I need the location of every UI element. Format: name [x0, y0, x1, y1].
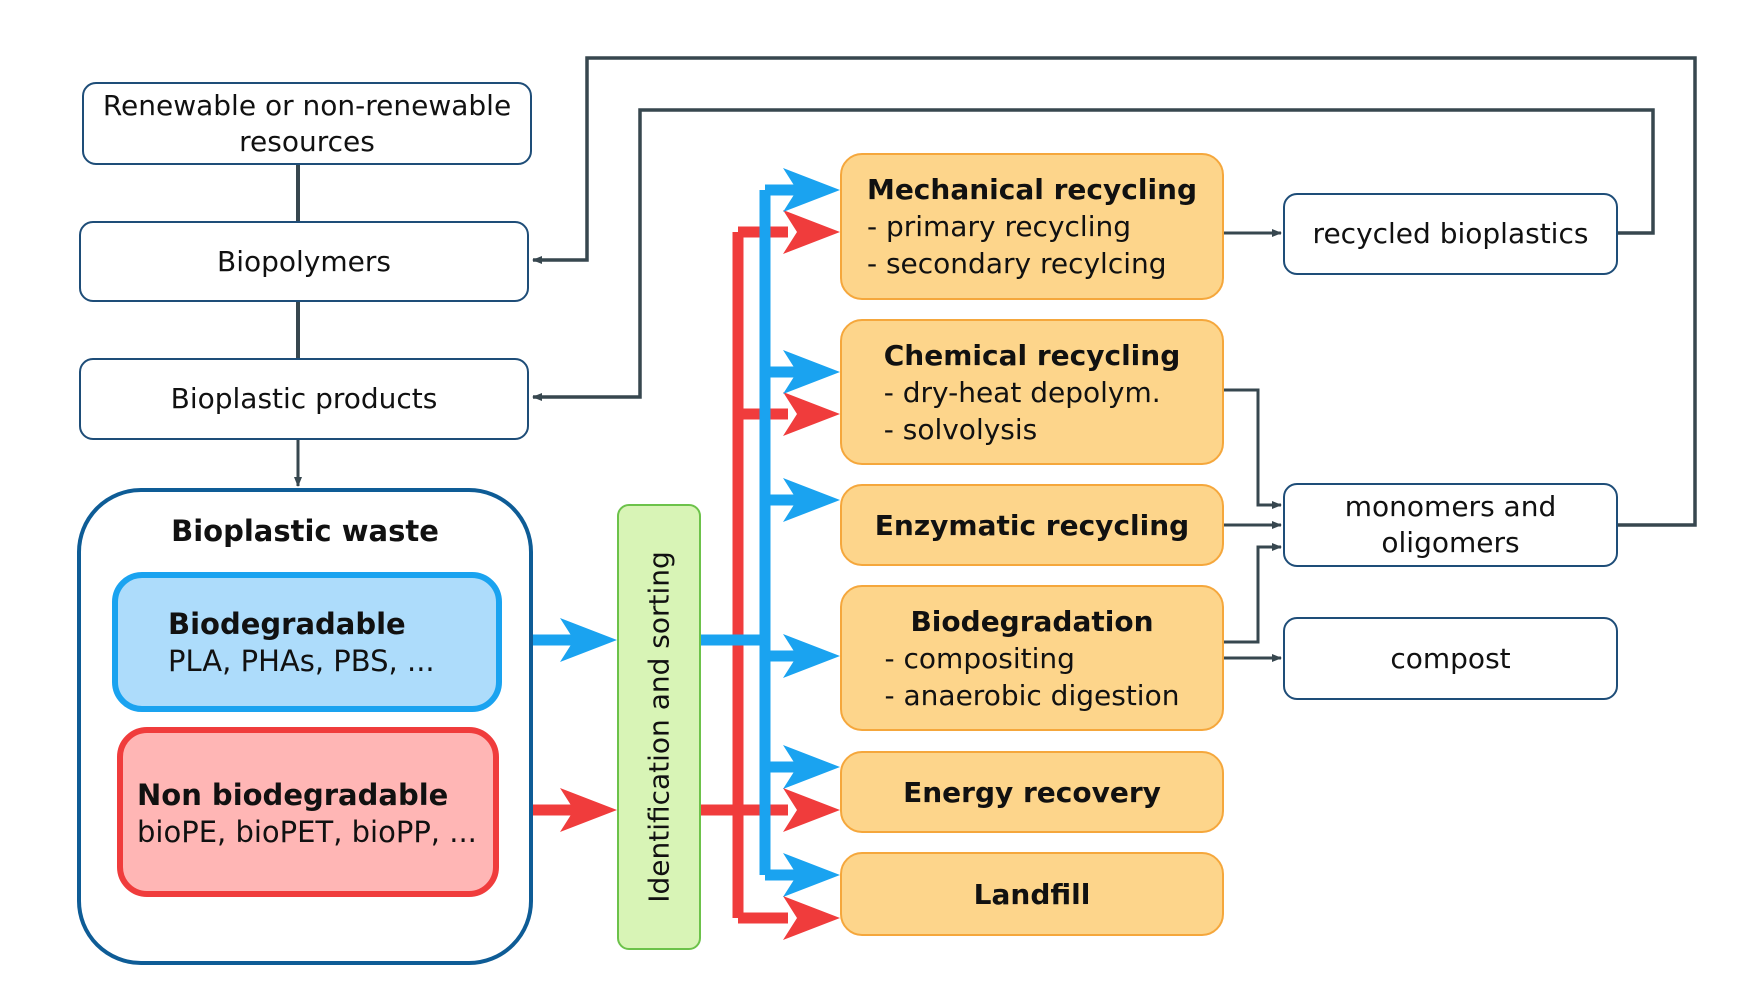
arrow-recycled-to-products	[532, 108, 1655, 401]
dark-connectors	[294, 56, 1697, 662]
chemical-recycling-box: Chemical recycling - dry-heat depolym. -…	[840, 319, 1224, 465]
blue-head-energy	[783, 745, 840, 789]
compost-label: compost	[1390, 641, 1511, 675]
non-biodegradable-title: Non biodegradable	[137, 778, 449, 812]
biodegradation-item: - anaerobic digestion	[884, 678, 1180, 712]
identification-sorting-box: Identification and sorting	[617, 504, 701, 950]
mechanical-recycling-item: - secondary recylcing	[866, 247, 1167, 280]
red-head-mechanical	[783, 210, 840, 254]
enzymatic-recycling-title: Enzymatic recycling	[874, 508, 1190, 542]
bioplastic-products-label: Bioplastic products	[170, 382, 438, 415]
red-arrowheads	[560, 210, 840, 940]
blue-head-chemical	[783, 350, 840, 394]
bioplastic-products-box: Bioplastic products	[79, 358, 529, 440]
landfill-title: Landfill	[973, 877, 1091, 911]
monomers-oligomers-label: monomers and oligomers	[1344, 490, 1557, 559]
biodegradable-title: Biodegradable	[168, 607, 406, 641]
resources-label: Renewable or non-renewable resources	[102, 88, 512, 158]
resources-box: Renewable or non-renewable resources	[82, 82, 532, 165]
non-biodegradable-examples: bioPE, bioPET, bioPP, ...	[137, 815, 477, 849]
biodegradable-box: Biodegradable PLA, PHAs, PBS, ...	[112, 572, 502, 712]
blue-head-mechanical	[783, 168, 840, 212]
landfill-box: Landfill	[840, 852, 1224, 936]
energy-recovery-title: Energy recovery	[903, 775, 1161, 809]
blue-flow	[502, 184, 800, 881]
mechanical-recycling-box: Mechanical recycling - primary recycling…	[840, 153, 1224, 300]
monomers-oligomers-box: monomers and oligomers	[1283, 483, 1618, 567]
chemical-recycling-title: Chemical recycling	[883, 338, 1181, 372]
red-head-sorting	[560, 788, 617, 832]
non-biodegradable-box: Non biodegradable bioPE, bioPET, bioPP, …	[117, 727, 499, 897]
arrow-chemical-monomers	[1224, 388, 1282, 509]
blue-head-enzymatic	[783, 478, 840, 522]
biodegradation-title: Biodegradation	[910, 604, 1154, 638]
blue-head-biodegradation	[783, 634, 840, 678]
mechanical-recycling-item: - primary recycling	[866, 210, 1131, 243]
chemical-recycling-item: - dry-heat depolym.	[883, 375, 1161, 409]
enzymatic-recycling-box: Enzymatic recycling	[840, 484, 1224, 566]
blue-head-sorting	[560, 618, 617, 662]
compost-box: compost	[1283, 617, 1618, 700]
biodegradation-item: - compositing	[884, 641, 1075, 675]
recycled-bioplastics-label: recycled bioplastics	[1312, 217, 1589, 250]
biopolymers-box: Biopolymers	[79, 221, 529, 302]
arrow-biodegradation-monomers	[1224, 543, 1282, 644]
recycled-bioplastics-box: recycled bioplastics	[1283, 193, 1618, 275]
chemical-recycling-item: - solvolysis	[883, 412, 1038, 446]
red-head-chemical	[783, 392, 840, 436]
energy-recovery-box: Energy recovery	[840, 751, 1224, 833]
biodegradable-examples: PLA, PHAs, PBS, ...	[168, 644, 435, 678]
blue-head-landfill	[783, 853, 840, 897]
arrow-monomers-to-biopolymers	[532, 56, 1697, 527]
biodegradation-box: Biodegradation - compositing - anaerobic…	[840, 585, 1224, 731]
red-head-landfill	[783, 896, 840, 940]
biopolymers-label: Biopolymers	[217, 244, 391, 278]
identification-sorting-label: Identification and sorting	[642, 551, 676, 903]
red-head-energy	[783, 788, 840, 832]
bioplastic-waste-title: Bioplastic waste	[171, 514, 439, 548]
blue-arrowheads	[560, 168, 840, 897]
mechanical-recycling-title: Mechanical recycling	[866, 173, 1198, 206]
